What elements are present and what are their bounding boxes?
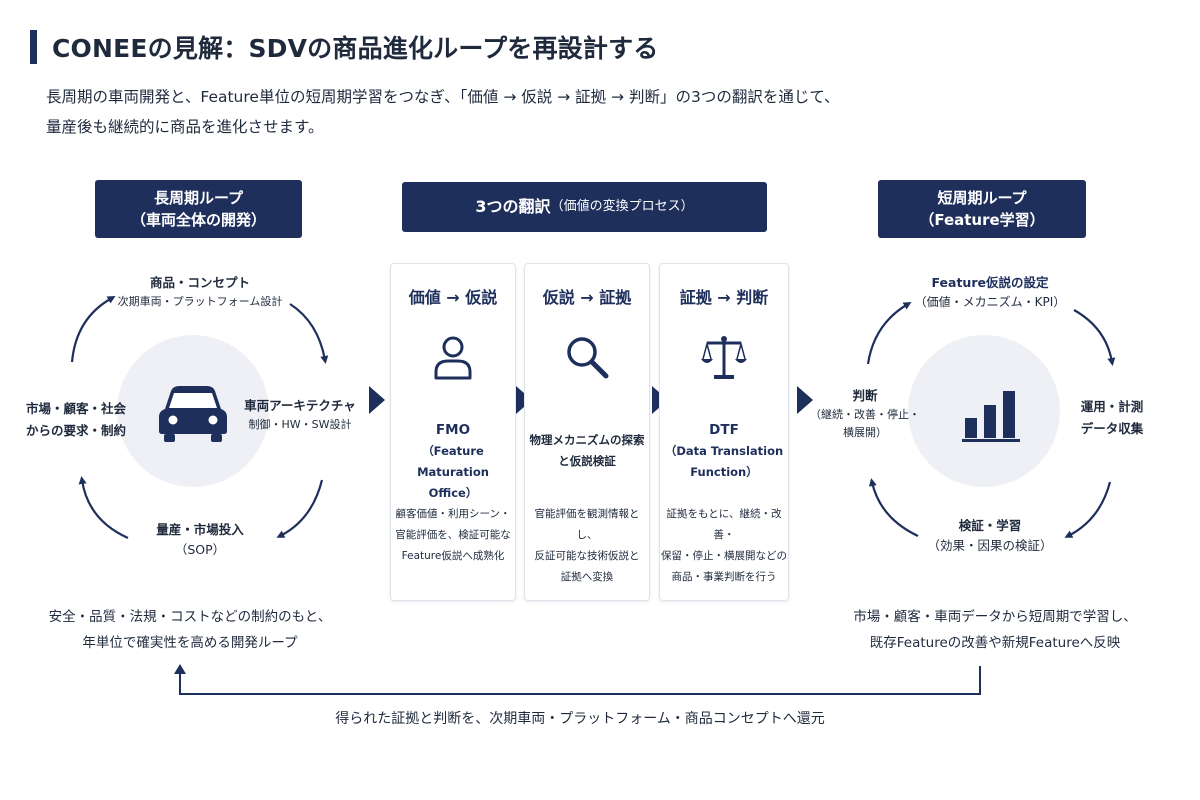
- card-name-line-2: と仮説検証: [558, 454, 616, 468]
- card-name-line-1: DTF: [709, 422, 739, 438]
- card-desc-line-1: 顧客価値・利用シーン・: [395, 508, 511, 520]
- card-name-line-2: （Feature Maturation: [417, 444, 489, 479]
- translation-card-hypothesis-evidence: 仮説 → 証拠 物理メカニズムの探索 と仮説検証 官能評価を観測情報とし、 反証…: [524, 263, 650, 601]
- long-loop-left-line-2: からの要求・制約: [25, 423, 126, 438]
- person-icon: [434, 336, 472, 380]
- title-accent-bar: [30, 30, 37, 64]
- long-loop-right-title: 車両アーキテクチャ: [244, 398, 356, 413]
- long-loop-top-sub: 次期車両・プラットフォーム設計: [117, 295, 283, 308]
- short-loop-note-line-2: 既存Featureの改善や新規Featureへ反映: [869, 635, 1121, 651]
- long-loop-right-node: 車両アーキテクチャ 制御・HW・SW設計: [240, 396, 360, 434]
- card-description: 官能評価を観測情報とし、 反証可能な技術仮説と 証拠へ変換: [525, 504, 649, 588]
- long-loop-right-sub: 制御・HW・SW設計: [248, 418, 352, 431]
- short-loop-header: 短周期ループ （Feature学習）: [878, 180, 1086, 238]
- card-desc-line-1: 官能評価を観測情報とし、: [534, 508, 640, 541]
- short-loop-top-title: Feature仮説の設定: [931, 275, 1049, 290]
- short-loop-left-sub-2: 横展開）: [843, 426, 887, 439]
- short-loop-top-node: Feature仮説の設定 （価値・メカニズム・KPI）: [890, 273, 1090, 311]
- short-loop-right-line-1: 運用・計測: [1080, 399, 1144, 414]
- card-desc-line-2: 反証可能な技術仮説と: [534, 550, 640, 562]
- long-loop-note-line-1: 安全・品質・法規・コストなどの制約のもと、: [48, 609, 332, 625]
- long-loop-bottom-node: 量産・市場投入 （SOP）: [100, 520, 300, 560]
- card-desc-line-2: 官能評価を、検証可能な: [395, 529, 511, 541]
- short-loop-bottom-title: 検証・学習: [958, 518, 1022, 533]
- intro-line-1: 長周期の車両開発と、Feature単位の短周期学習をつなぎ、「価値 → 仮説 →…: [46, 88, 840, 106]
- card-name: 物理メカニズムの探索 と仮説検証: [525, 430, 649, 472]
- translation-card-value-hypothesis: 価値 → 仮説 FMO （Feature Maturation Office） …: [390, 263, 516, 601]
- card-desc-line-3: Feature仮説へ成熟化: [401, 550, 505, 562]
- feedback-text: 得られた証拠と判断を、次期車両・プラットフォーム・商品コンセプトへ還元: [335, 711, 825, 727]
- short-loop-bottom-sub: （効果・因果の検証）: [927, 538, 1053, 553]
- short-loop-right-node: 運用・計測 データ収集: [1072, 396, 1152, 440]
- card-desc-line-2: 保留・停止・横展開などの: [661, 550, 787, 562]
- card-name: DTF （Data Translation Function）: [660, 420, 788, 483]
- intro-line-2: 量産後も継続的に商品を進化させます。: [46, 118, 324, 136]
- car-icon: [159, 386, 227, 442]
- long-loop-note: 安全・品質・法規・コストなどの制約のもと、 年単位で確実性を高める開発ループ: [40, 604, 340, 656]
- card-title: 仮説 → 証拠: [542, 288, 632, 307]
- short-loop-left-sub-1: （継続・改善・停止・: [810, 408, 920, 421]
- card-title: 価値 → 仮説: [408, 288, 498, 307]
- card-name-line-3: Office）: [428, 486, 478, 500]
- magnifier-icon: [567, 337, 609, 379]
- card-desc-line-3: 証拠へ変換: [560, 571, 614, 583]
- long-loop-note-line-2: 年単位で確実性を高める開発ループ: [82, 635, 298, 651]
- card-name-line-1: FMO: [435, 422, 471, 438]
- short-loop-note-line-1: 市場・顧客・車両データから短周期で学習し、: [853, 609, 1137, 625]
- short-loop-right-line-2: データ収集: [1080, 421, 1144, 436]
- chevron-right-icon: [797, 386, 813, 414]
- translations-header-title: 3つの翻訳: [475, 197, 551, 216]
- card-name-line-3: Function）: [690, 465, 758, 479]
- card-title: 証拠 → 判断: [679, 288, 769, 307]
- long-loop-header: 長周期ループ （車両全体の開発）: [95, 180, 302, 238]
- chevron-right-icon: [369, 386, 385, 414]
- card-description: 顧客価値・利用シーン・ 官能評価を、検証可能な Feature仮説へ成熟化: [391, 504, 515, 567]
- card-desc-line-1: 証拠をもとに、継続・改善・: [666, 508, 782, 541]
- short-loop-header-sub: （Feature学習）: [919, 211, 1045, 229]
- intro-text: 長周期の車両開発と、Feature単位の短周期学習をつなぎ、「価値 → 仮説 →…: [46, 82, 1046, 142]
- card-name-line-1: 物理メカニズムの探索: [529, 433, 645, 447]
- long-loop-left-line-1: 市場・顧客・社会: [25, 401, 126, 416]
- card-desc-line-3: 商品・事業判断を行う: [671, 571, 777, 583]
- short-loop-header-title: 短周期ループ: [937, 189, 1027, 207]
- short-loop-note: 市場・顧客・車両データから短周期で学習し、 既存Featureの改善や新規Fea…: [835, 604, 1155, 656]
- translation-card-evidence-judgment: 証拠 → 判断 DTF （Data Translation Function） …: [659, 263, 789, 601]
- card-name-line-2: （Data Translation: [664, 444, 784, 458]
- card-name: FMO （Feature Maturation Office）: [391, 420, 515, 504]
- long-loop-top-node: 商品・コンセプト 次期車両・プラットフォーム設計: [100, 273, 300, 311]
- feedback-arrow: [174, 664, 981, 695]
- long-loop-top-title: 商品・コンセプト: [149, 275, 250, 290]
- page-title: CONEEの見解：SDVの商品進化ループを再設計する: [52, 34, 659, 63]
- long-loop-header-sub: （車両全体の開発）: [130, 211, 266, 229]
- short-loop-top-sub: （価値・メカニズム・KPI）: [914, 295, 1066, 309]
- short-loop-left-node: 判断 （継続・改善・停止・ 横展開）: [810, 386, 920, 442]
- long-loop-left-node: 市場・顧客・社会 からの要求・制約: [20, 398, 132, 442]
- long-loop-header-title: 長周期ループ: [153, 189, 244, 207]
- long-loop-bottom-sub: （SOP）: [174, 542, 226, 557]
- scale-icon: [701, 336, 747, 379]
- short-loop-left-title: 判断: [852, 388, 878, 403]
- card-description: 証拠をもとに、継続・改善・ 保留・停止・横展開などの 商品・事業判断を行う: [660, 504, 788, 588]
- bar-chart-icon: [962, 391, 1020, 442]
- short-loop-arrows: [866, 301, 1116, 538]
- translations-header-sub: （価値の変換プロセス）: [550, 199, 694, 214]
- translations-header: 3つの翻訳 （価値の変換プロセス）: [402, 182, 767, 232]
- long-loop-arrows: [70, 296, 329, 540]
- short-loop-bottom-node: 検証・学習 （効果・因果の検証）: [890, 516, 1090, 556]
- long-loop-bottom-title: 量産・市場投入: [156, 522, 244, 537]
